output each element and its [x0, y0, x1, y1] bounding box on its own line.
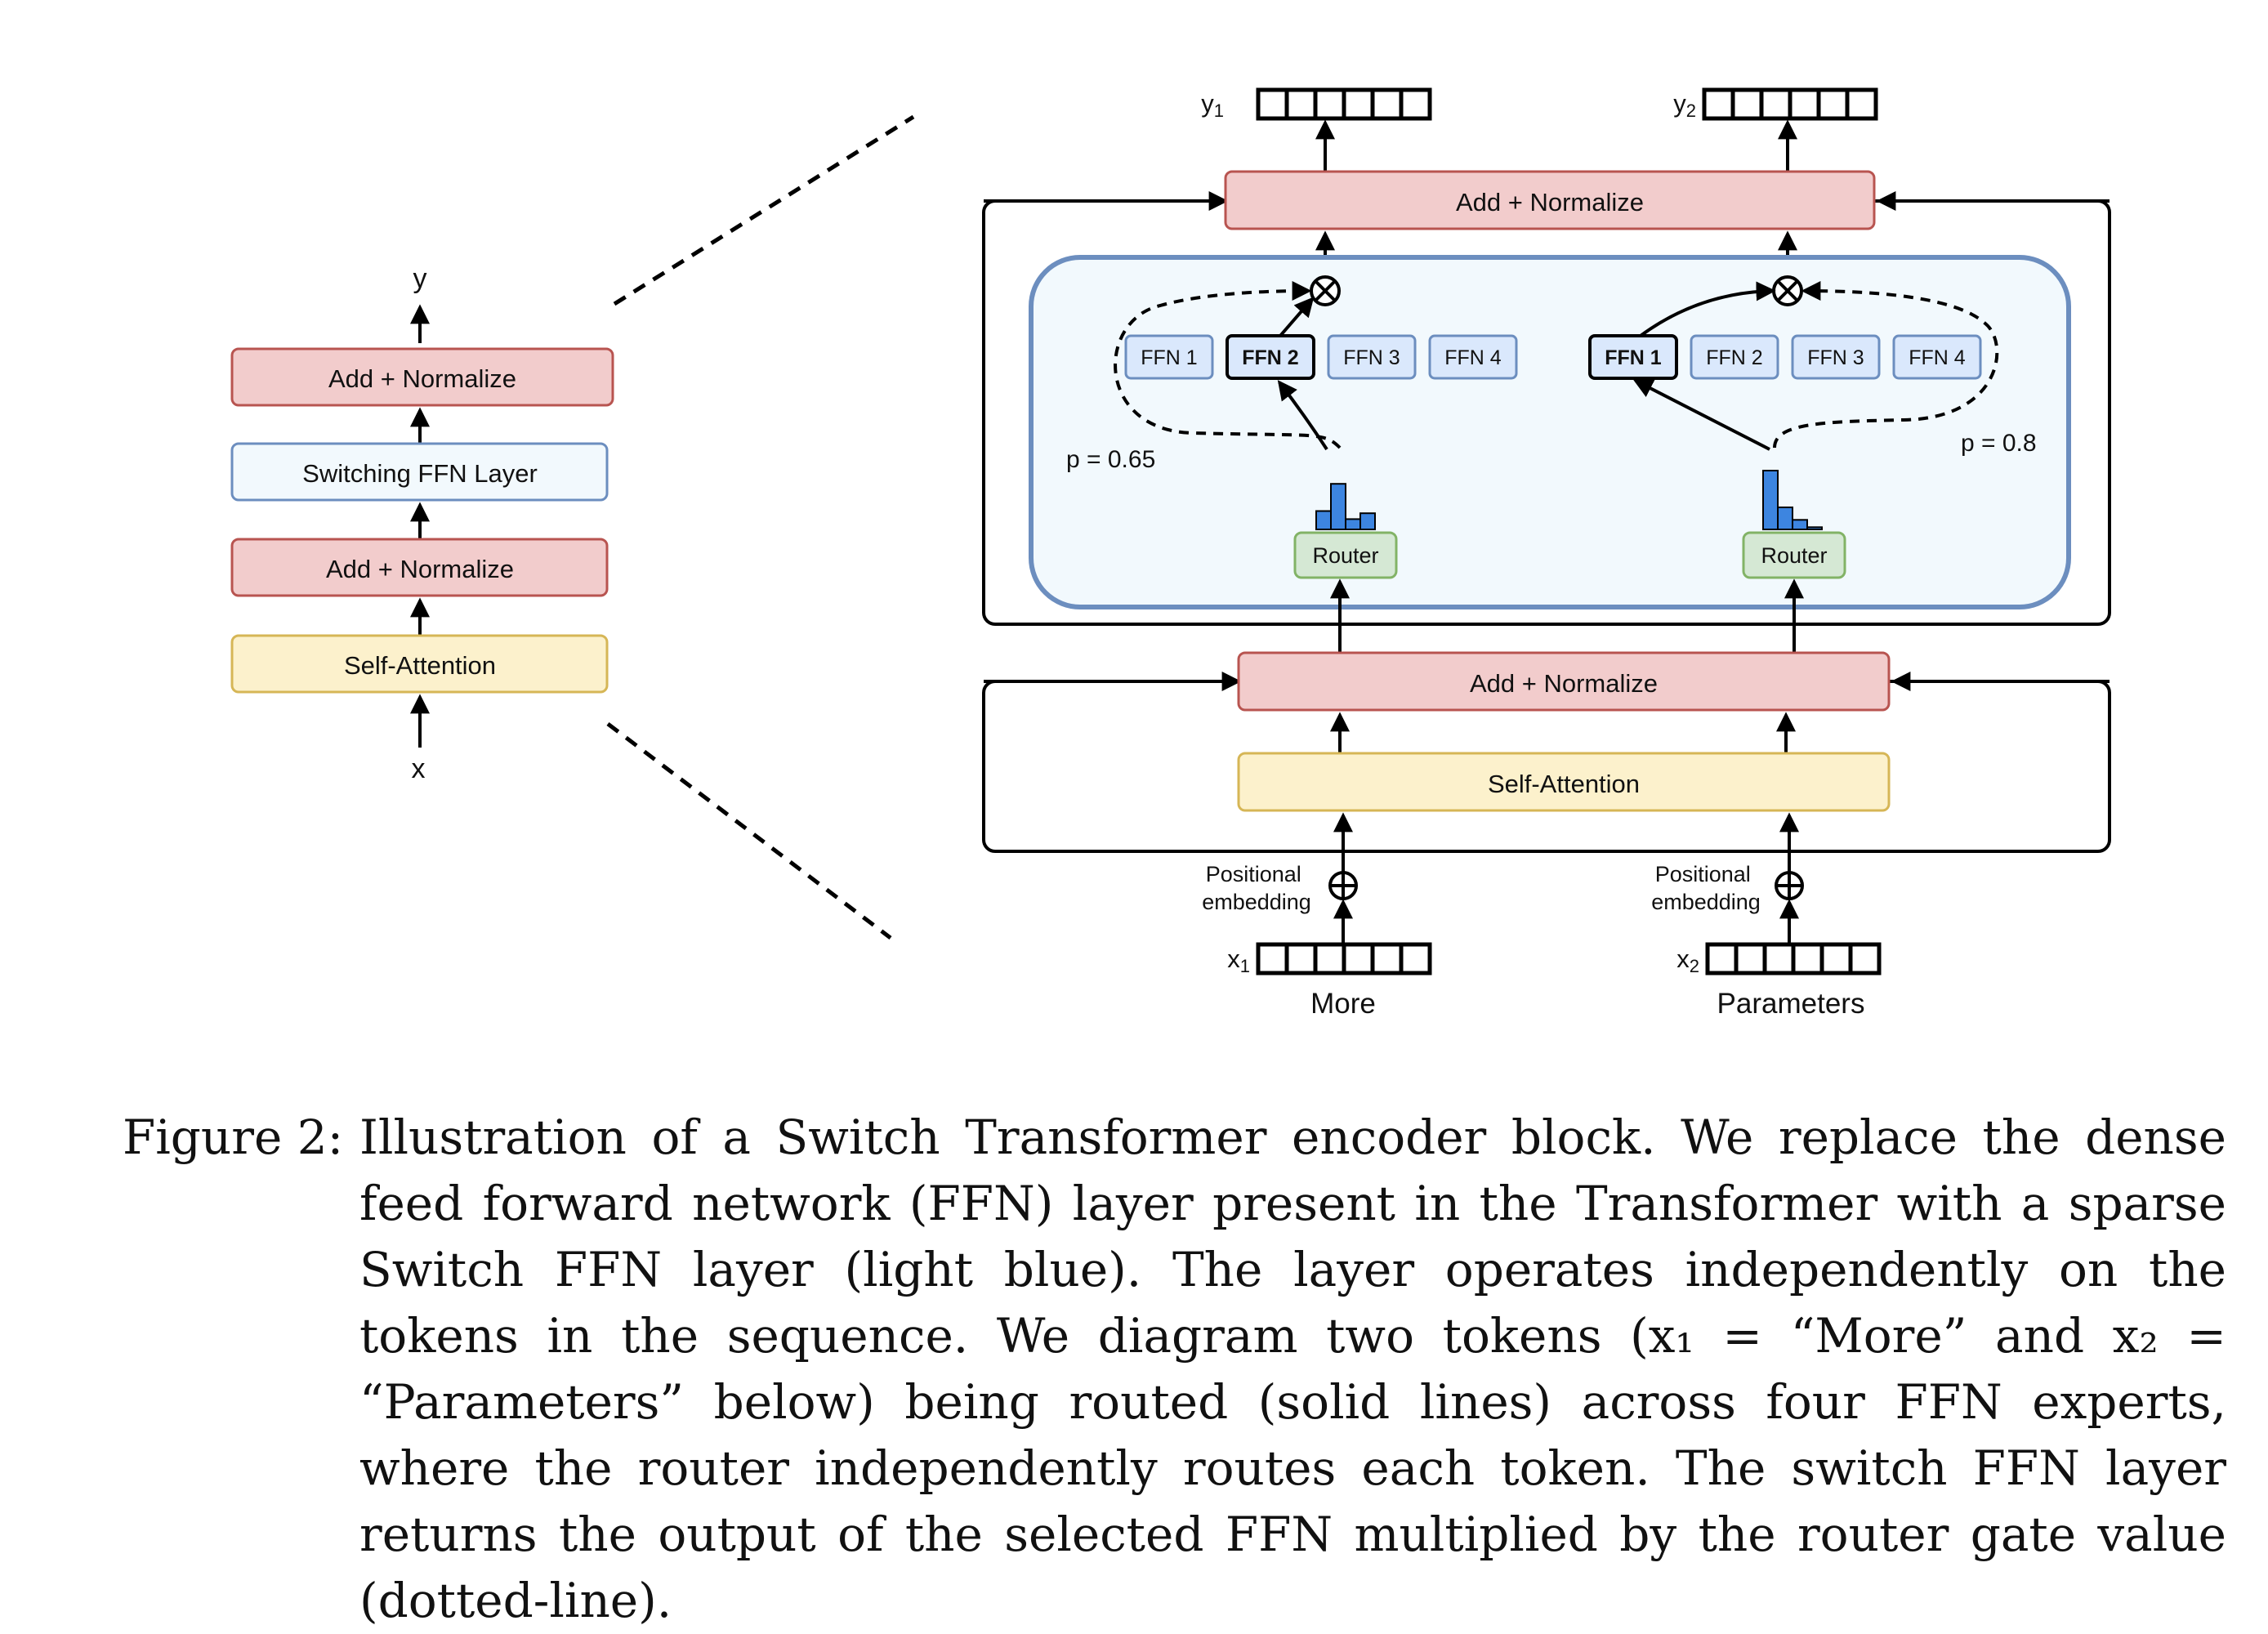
token-parameters: Parameters	[1717, 988, 1865, 1020]
left-switching-ffn-layer: Switching FFN Layer	[230, 442, 609, 502]
left-add-normalize-bottom-label: Add + Normalize	[326, 555, 514, 583]
zoom-line-top	[613, 114, 915, 306]
self-attention-label: Self-Attention	[1488, 770, 1640, 798]
input-vector-x2: x2 Parameters	[1676, 942, 1882, 1020]
output-vector-y1: y1	[1201, 87, 1432, 121]
router-token1-label: Router	[1312, 543, 1378, 568]
ffn3-token2	[1791, 334, 1881, 380]
router2-bar-2	[1777, 507, 1793, 530]
top-add-normalize-label: Add + Normalize	[1456, 188, 1644, 217]
ffn2-token2-label: FFN 2	[1706, 346, 1762, 369]
bottom-add-normalize-label: Add + Normalize	[1470, 669, 1658, 698]
x1-label: x	[1227, 944, 1240, 973]
add-node-token1	[1328, 871, 1358, 900]
left-add-normalize-top: Add + Normalize	[230, 347, 614, 407]
self-attention: Self-Attention	[1237, 752, 1891, 812]
ffn1-token1	[1124, 334, 1214, 380]
y1-label: y	[1201, 89, 1214, 118]
ffn1-to-multiply-arrow	[1639, 281, 1776, 337]
posemb-token1-line2: embedding	[1202, 890, 1311, 914]
router1-bar-3	[1345, 518, 1361, 531]
posemb-token1-line1: Positional	[1206, 862, 1301, 886]
posemb-label-token2: Positional embedding	[1651, 862, 1761, 914]
router2-bar-4	[1806, 526, 1823, 530]
route-arrow-token1	[1277, 380, 1328, 451]
router2-bar-1	[1762, 470, 1779, 530]
posemb-label-token1: Positional embedding	[1202, 862, 1311, 914]
gate-dashed-token2	[1773, 281, 1999, 449]
y2-subscript: 2	[1686, 100, 1696, 121]
left-input-label: x	[412, 753, 426, 784]
ffn2-token1-selected	[1226, 334, 1315, 380]
ffn2-token1-label: FFN 2	[1242, 346, 1298, 369]
router2-bar-3	[1792, 519, 1808, 530]
posemb-token2-line1: Positional	[1655, 862, 1751, 886]
left-add-normalize-top-label: Add + Normalize	[328, 364, 516, 393]
ffn3-token2-label: FFN 3	[1807, 346, 1864, 369]
ffn1-token2-selected	[1588, 334, 1678, 380]
ffn2-to-multiply-arrow	[1279, 297, 1315, 337]
y2-label: y	[1673, 89, 1686, 118]
router-token2-label: Router	[1761, 543, 1827, 568]
ffn1-token2-label: FFN 1	[1605, 346, 1662, 369]
router1-histogram	[1315, 483, 1376, 531]
route-arrow-token2	[1632, 379, 1770, 451]
left-self-attention: Self-Attention	[230, 634, 609, 694]
left-add-normalize-bottom: Add + Normalize	[230, 538, 609, 597]
zoom-line-bottom	[606, 722, 892, 940]
probability-token2: p = 0.8	[1961, 430, 2037, 457]
left-encoder-block: y Add + Normalize Switching FFN Layer Ad…	[230, 263, 614, 784]
top-add-normalize: Add + Normalize	[1224, 170, 1876, 230]
svg-text:y1: y1	[1201, 89, 1224, 121]
left-output-label: y	[413, 263, 427, 294]
add-node-token2	[1775, 871, 1804, 900]
router1-bar-1	[1315, 510, 1332, 530]
token-more: More	[1310, 988, 1376, 1020]
bottom-add-normalize: Add + Normalize	[1237, 651, 1891, 712]
multiply-node-2	[1772, 275, 1803, 306]
ffn4-token2	[1892, 334, 1982, 380]
right-encoder-block: y1 y2 Add + Normalize	[982, 87, 2111, 1020]
ffn4-token2-label: FFN 4	[1909, 346, 1966, 369]
figure-caption: Figure 2: Illustration of a Switch Trans…	[123, 1105, 2226, 1634]
switch-transformer-diagram: y Add + Normalize Switching FFN Layer Ad…	[230, 87, 2111, 1020]
router-token1: Router	[1293, 531, 1398, 579]
ffn1-token1-label: FFN 1	[1141, 346, 1197, 369]
posemb-token2-line2: embedding	[1651, 890, 1761, 914]
router-token2: Router	[1742, 531, 1846, 579]
svg-text:y2: y2	[1673, 89, 1696, 121]
svg-text:x2: x2	[1676, 944, 1699, 976]
ffn3-token1	[1327, 334, 1417, 380]
probability-token1: p = 0.65	[1066, 446, 1155, 473]
input-vector-x1: x1 More	[1227, 942, 1432, 1020]
ffn4-token1	[1428, 334, 1518, 380]
output-vector-y2: y2	[1673, 87, 1878, 121]
expert-group-token2: FFN 1 FFN 2 FFN 3 FFN 4	[1588, 334, 1982, 380]
router1-bar-2	[1330, 483, 1346, 531]
svg-text:x1: x1	[1227, 944, 1250, 976]
expert-group-token1: FFN 1 FFN 2 FFN 3 FFN 4	[1124, 334, 1518, 380]
x1-subscript: 1	[1240, 956, 1250, 976]
caption-text: Illustration of a Switch Transformer enc…	[359, 1109, 2226, 1628]
y1-subscript: 1	[1214, 100, 1224, 121]
multiply-node-1	[1310, 275, 1341, 306]
ffn2-token2	[1690, 334, 1779, 380]
router2-histogram	[1762, 470, 1823, 530]
ffn3-token1-label: FFN 3	[1343, 346, 1400, 369]
left-self-attention-label: Self-Attention	[344, 651, 496, 680]
x2-label: x	[1676, 944, 1690, 973]
ffn4-token1-label: FFN 4	[1444, 346, 1502, 369]
x2-subscript: 2	[1690, 956, 1699, 976]
router1-bar-4	[1359, 512, 1376, 531]
gate-dashed-token1	[1114, 281, 1342, 449]
caption-label: Figure 2:	[123, 1109, 344, 1165]
left-switching-ffn-label: Switching FFN Layer	[302, 459, 538, 488]
